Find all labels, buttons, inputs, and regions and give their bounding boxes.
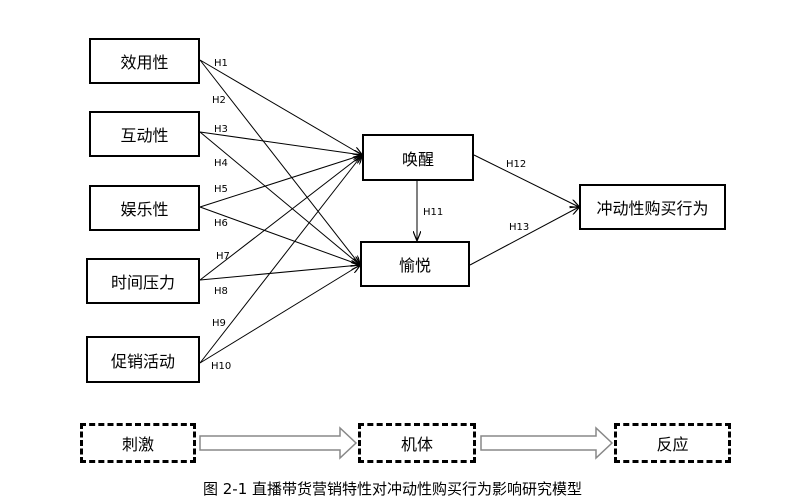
- sor-box-organism: 机体: [358, 423, 476, 463]
- hypothesis-label-h10: H10: [211, 361, 232, 372]
- hypothesis-arrow-h9: [199, 155, 362, 364]
- hypothesis-label-h12: H12: [506, 159, 527, 170]
- factor-label: 娱乐性: [120, 200, 169, 219]
- hypothesis-arrow-h13: [469, 207, 579, 266]
- sor-label: 机体: [400, 435, 433, 454]
- mediator-box-arousal: 唤醒: [362, 134, 474, 181]
- hypothesis-label-h11: H11: [423, 207, 444, 218]
- factor-label: 效用性: [120, 53, 169, 72]
- hypothesis-label-h9: H9: [212, 318, 226, 329]
- sor-label: 刺激: [121, 435, 154, 454]
- hypothesis-label-h13: H13: [509, 222, 530, 233]
- outcome-box-impulse-buying: 冲动性购买行为: [579, 184, 726, 230]
- hypothesis-label-h2: H2: [212, 95, 226, 106]
- hypothesis-label-h1: H1: [214, 58, 228, 69]
- sor-box-response: 反应: [614, 423, 731, 463]
- figure-caption: 图 2-1 直播带货营销特性对冲动性购买行为影响研究模型: [202, 480, 583, 498]
- hypothesis-arrow-h7: [199, 155, 362, 281]
- factor-box-time-pressure: 时间压力: [86, 258, 200, 304]
- factor-label: 时间压力: [110, 273, 175, 292]
- factor-box-interactivity: 互动性: [89, 111, 200, 157]
- factor-box-promotion: 促销活动: [86, 336, 200, 383]
- sor-arrow-1: [199, 426, 358, 460]
- sor-box-stimulus: 刺激: [80, 423, 196, 463]
- hypothesis-arrow-h10: [199, 265, 360, 364]
- sor-arrow-2: [480, 426, 614, 460]
- factor-label: 互动性: [120, 126, 169, 145]
- hypothesis-arrow-h8: [199, 265, 360, 281]
- hypothesis-arrow-h3: [199, 131, 362, 155]
- factor-label: 促销活动: [110, 351, 175, 371]
- mediator-label: 唤醒: [401, 149, 434, 169]
- hypothesis-arrow-h1: [199, 59, 362, 155]
- outcome-label: 冲动性购买行为: [596, 199, 709, 218]
- factor-box-utility: 效用性: [89, 38, 200, 84]
- mediator-label: 愉悦: [398, 256, 431, 275]
- hypothesis-arrow-h4: [199, 131, 360, 265]
- mediator-box-pleasure: 愉悦: [360, 241, 470, 287]
- hypothesis-label-h5: H5: [214, 184, 228, 195]
- hypothesis-label-h4: H4: [214, 158, 228, 169]
- hypothesis-label-h7: H7: [216, 251, 230, 262]
- hypothesis-arrow-h5: [199, 155, 362, 208]
- hypothesis-label-h3: H3: [214, 124, 228, 135]
- hypothesis-arrow-h12: [473, 154, 579, 207]
- sor-label: 反应: [656, 435, 689, 454]
- factor-box-entertainment: 娱乐性: [89, 185, 200, 231]
- hypothesis-label-h8: H8: [214, 286, 228, 297]
- hypothesis-label-h6: H6: [214, 218, 228, 229]
- hypothesis-arrow-h6: [199, 206, 360, 265]
- hypothesis-arrow-h2: [199, 59, 360, 265]
